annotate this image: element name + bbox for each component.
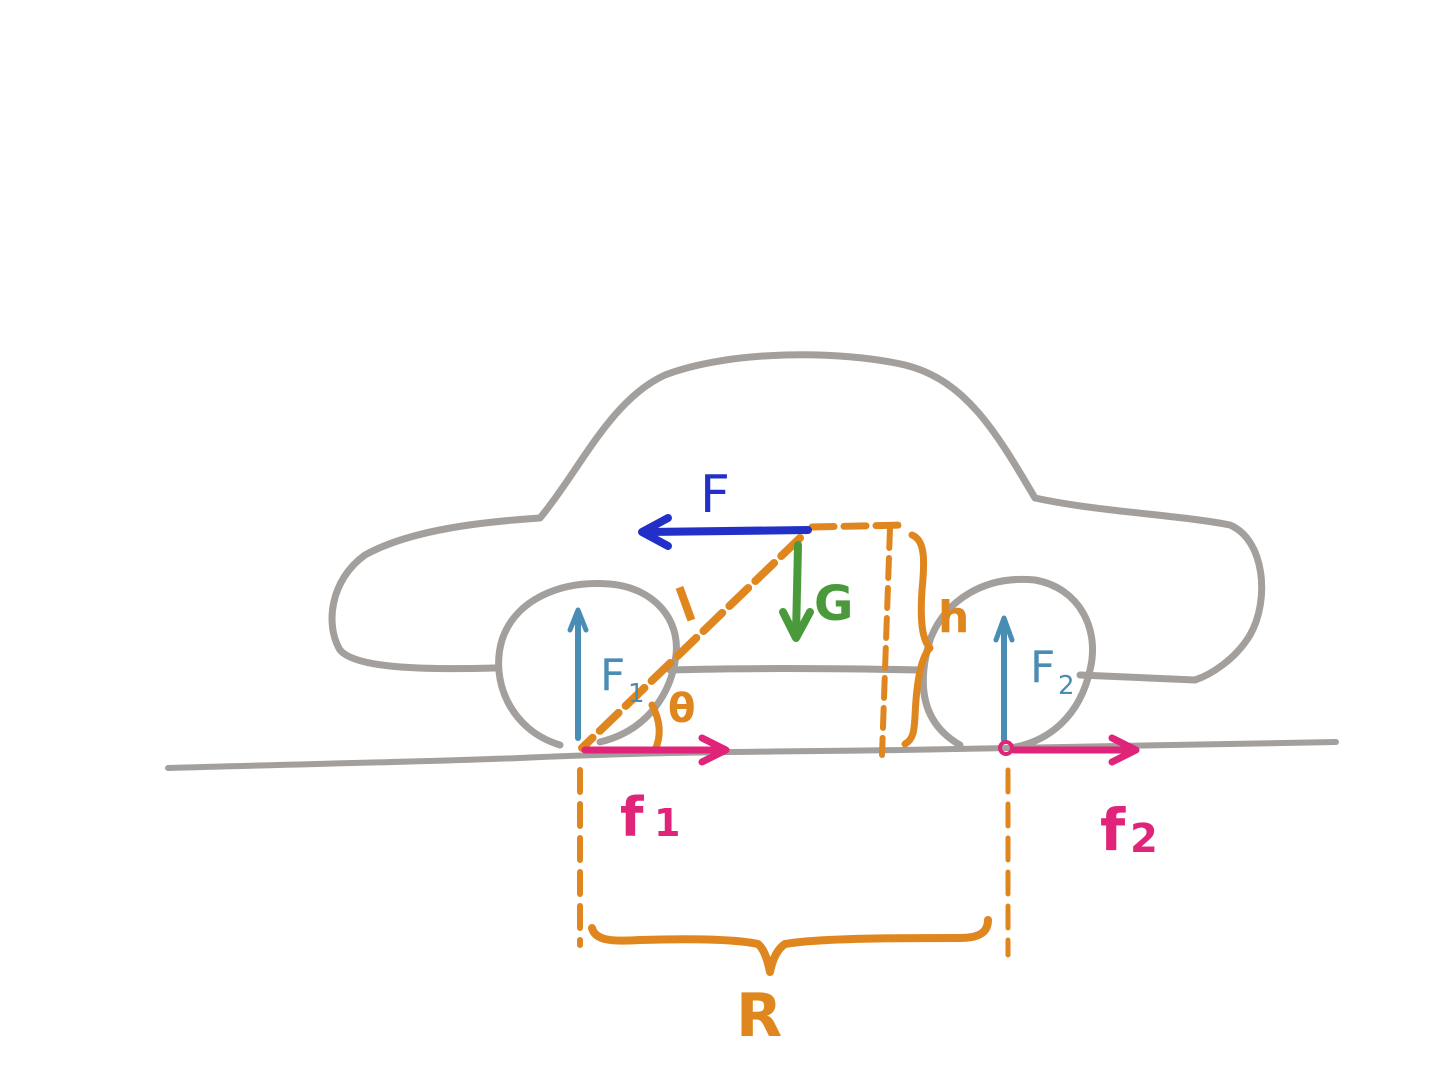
front-wheel xyxy=(919,575,1097,752)
theta-arc xyxy=(648,701,663,754)
rear-wheel xyxy=(495,580,680,749)
label-G: G xyxy=(814,576,853,632)
label-f1: f 1 xyxy=(620,786,680,849)
force-F-arrow xyxy=(638,514,812,550)
label-F1: F 1 xyxy=(600,650,645,709)
label-h: h xyxy=(938,592,969,643)
label-F2: F 2 xyxy=(1030,642,1075,701)
car-body-outline xyxy=(328,351,1266,684)
normal-force-F2-arrow xyxy=(993,615,1015,743)
diagonal-l-dashed-line xyxy=(578,534,804,752)
label-R: R xyxy=(736,981,782,1051)
ground-line xyxy=(165,739,1339,771)
friction-f2-arrow xyxy=(998,734,1140,766)
label-F: F xyxy=(700,465,730,525)
h-brace xyxy=(901,531,934,748)
label-f2: f 2 xyxy=(1100,796,1158,864)
weight-G-arrow xyxy=(779,541,814,642)
cg-vertical-dashed-line xyxy=(879,525,893,758)
r-brace xyxy=(588,916,992,976)
label-theta: θ xyxy=(668,686,695,732)
normal-force-F1-arrow xyxy=(567,607,589,741)
friction-f1-arrow xyxy=(581,734,730,766)
